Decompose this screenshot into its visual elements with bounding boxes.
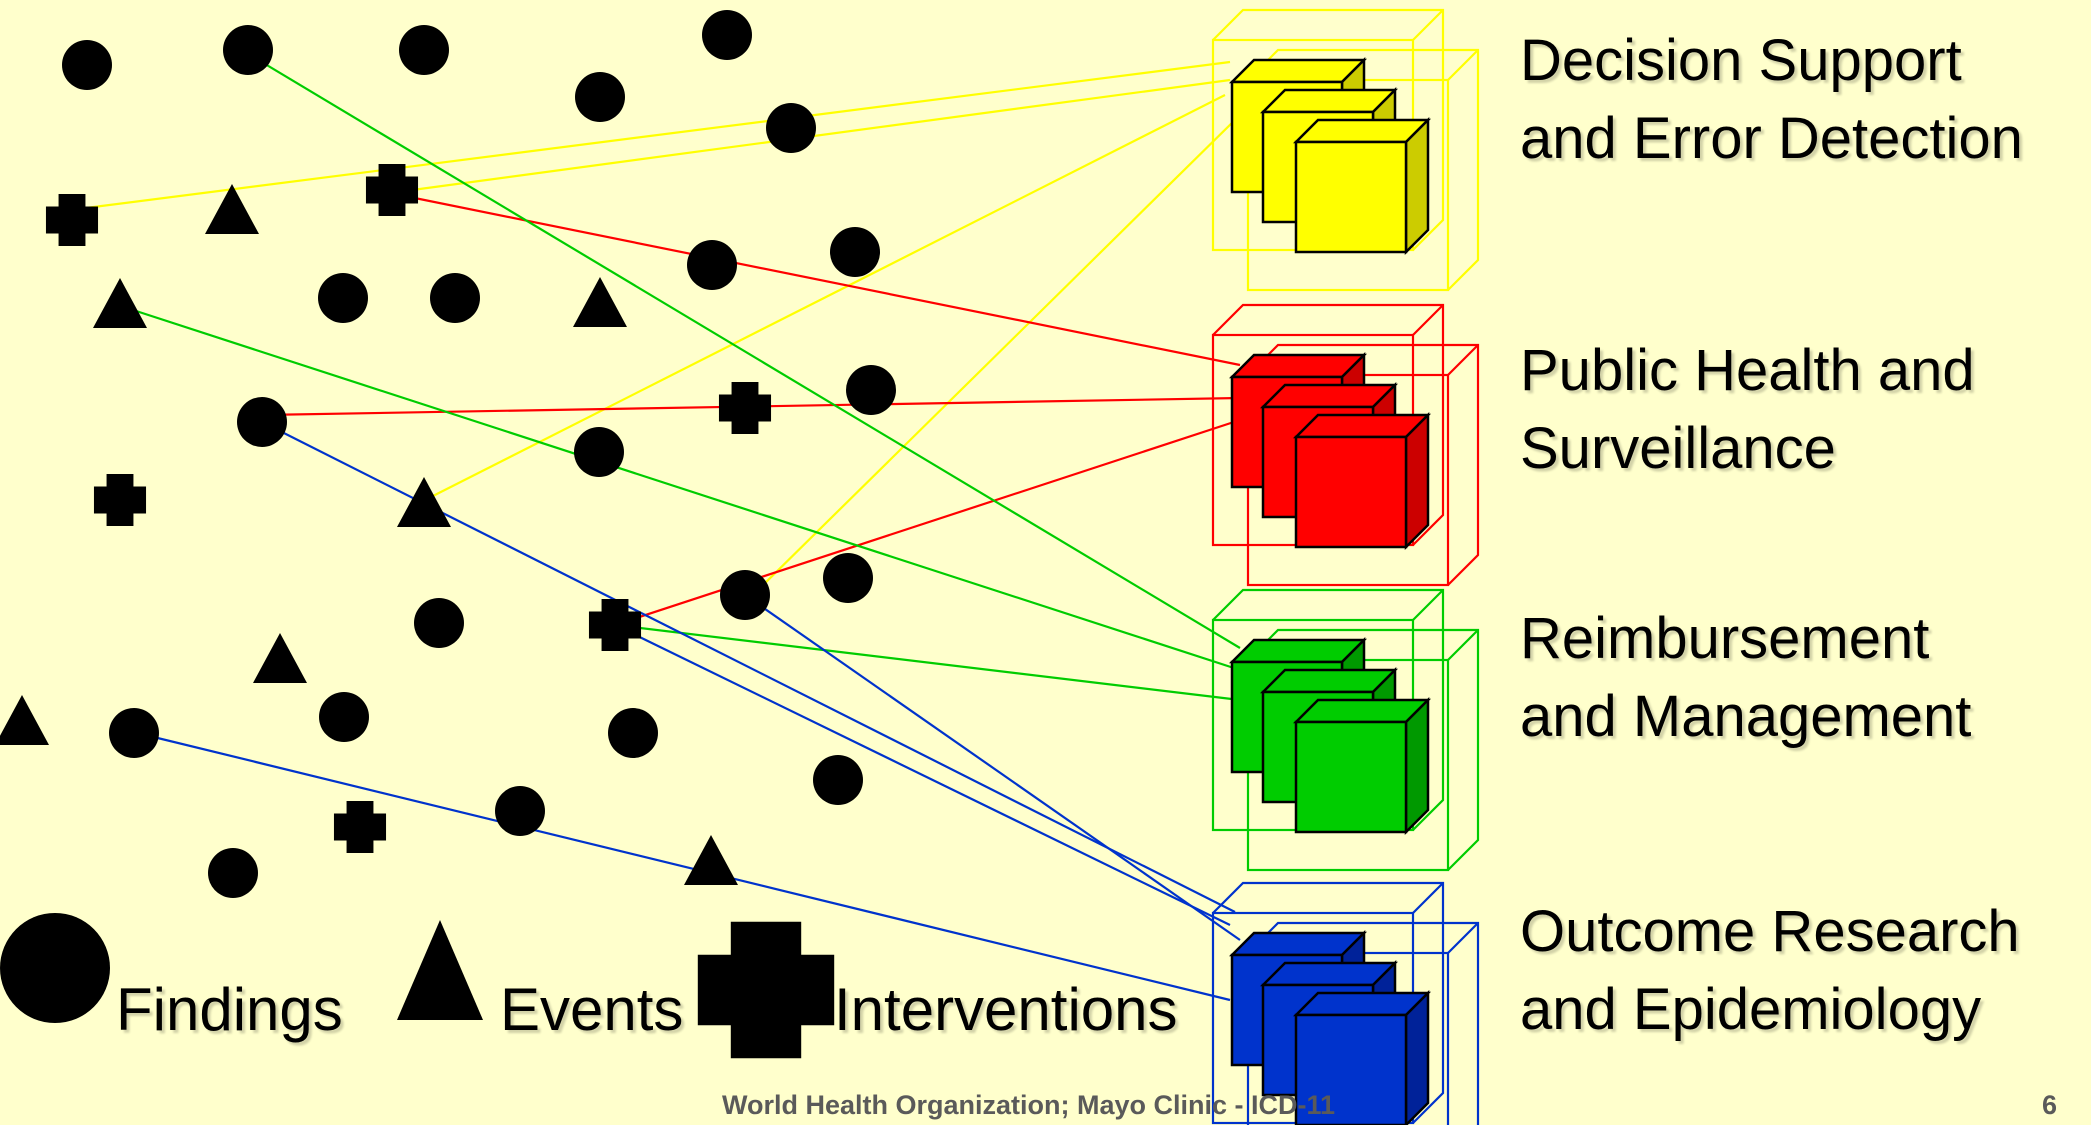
category-label-line1: Reimbursement	[1520, 606, 1930, 671]
finding-circle	[574, 427, 624, 477]
finding-circle	[830, 227, 880, 277]
category-label-outcome-research: Outcome Research and Epidemiology	[1520, 893, 2020, 1049]
finding-circle	[687, 240, 737, 290]
category-label-line2: and Error Detection	[1520, 106, 2023, 171]
cube-stack-reimb	[1211, 588, 1480, 872]
intervention-cross	[588, 598, 642, 652]
finding-circle	[208, 848, 258, 898]
finding-circle	[109, 708, 159, 758]
finding-circle	[430, 273, 480, 323]
event-triangle	[253, 633, 307, 683]
outcome-connector-line	[744, 594, 1241, 941]
finding-circle	[495, 786, 545, 836]
category-label-public-health: Public Health and Surveillance	[1520, 332, 1975, 488]
cube-outline-edge	[1412, 882, 1444, 914]
category-label-line1: Decision Support	[1520, 28, 1962, 93]
cube-side	[1404, 989, 1430, 1125]
finding-circle	[846, 365, 896, 415]
legend-shapes	[0, 913, 835, 1059]
cube-front	[1294, 140, 1408, 254]
category-label-reimbursement: Reimbursement and Management	[1520, 600, 1971, 756]
cube-outline-edge	[1412, 589, 1444, 621]
finding-circle	[237, 397, 287, 447]
intervention-cross	[718, 381, 772, 435]
cube-side	[1404, 696, 1430, 836]
cube-front	[1294, 1013, 1408, 1125]
cube-stack-public	[1211, 303, 1480, 587]
public-connector-line	[614, 418, 1241, 627]
category-label-line2: and Epidemiology	[1520, 977, 1982, 1042]
decision-connector-line	[69, 60, 1231, 212]
cube-stack-decision	[1211, 8, 1480, 292]
finding-circle	[575, 72, 625, 122]
finding-circle	[319, 692, 369, 742]
event-triangle	[397, 477, 451, 527]
event-triangle	[684, 835, 738, 885]
finding-circle	[702, 10, 752, 60]
finding-circle	[608, 708, 658, 758]
finding-circle	[766, 103, 816, 153]
finding-circle	[318, 273, 368, 323]
decision-connector-line	[759, 114, 1241, 589]
legend-events-triangle	[397, 920, 483, 1020]
outcome-connector-line	[261, 421, 1236, 913]
legend-findings-label: Findings	[116, 976, 343, 1043]
decision-connector-line	[424, 94, 1226, 501]
cube-outline-edge	[1412, 304, 1444, 336]
event-triangle	[93, 278, 147, 328]
outcome-connector-line	[132, 730, 1231, 1002]
intervention-cross	[365, 163, 419, 217]
legend-findings-circle	[0, 913, 110, 1023]
category-label-line2: Surveillance	[1520, 416, 1836, 481]
intervention-cross	[333, 800, 387, 854]
reimb-connector-line	[614, 623, 1241, 702]
page-number: 6	[2042, 1090, 2058, 1120]
data-symbols	[0, 10, 896, 898]
legend-interventions-label: Interventions	[834, 976, 1178, 1043]
finding-circle	[223, 25, 273, 75]
event-triangle	[0, 695, 49, 745]
reimb-connector-line	[132, 308, 1241, 672]
finding-circle	[720, 570, 770, 620]
cube-outline-edge	[1412, 9, 1444, 41]
cube-front	[1294, 435, 1408, 549]
intervention-cross	[45, 193, 99, 247]
cube-stack-outcome	[1211, 881, 1480, 1125]
category-label-line1: Outcome Research	[1520, 899, 2020, 964]
category-label-line1: Public Health and	[1520, 338, 1975, 403]
finding-circle	[399, 25, 449, 75]
finding-circle	[823, 553, 873, 603]
finding-circle	[414, 598, 464, 648]
cube-outline-edge	[1447, 344, 1479, 376]
intervention-cross	[93, 473, 147, 527]
footer-credit: World Health Organization; Mayo Clinic -…	[722, 1090, 1336, 1120]
legend-interventions-cross	[697, 921, 835, 1059]
event-triangle	[205, 184, 259, 234]
cube-side	[1404, 116, 1430, 256]
finding-circle	[813, 755, 863, 805]
cube-outline-edge	[1447, 49, 1479, 81]
cube-outline-edge	[1447, 922, 1479, 954]
legend-events-label: Events	[500, 976, 684, 1043]
category-cubes	[1211, 8, 1480, 1125]
reimb-connector-line	[244, 51, 1241, 649]
public-connector-line	[389, 191, 1241, 367]
cube-side	[1404, 411, 1430, 551]
cube-outline-edge	[1447, 629, 1479, 661]
cube-front	[1294, 720, 1408, 834]
category-label-line2: and Management	[1520, 684, 1972, 749]
outcome-connector-line	[614, 624, 1231, 926]
finding-circle	[62, 40, 112, 90]
event-triangle	[573, 277, 627, 327]
category-label-decision-support: Decision Support and Error Detection	[1520, 22, 2023, 178]
